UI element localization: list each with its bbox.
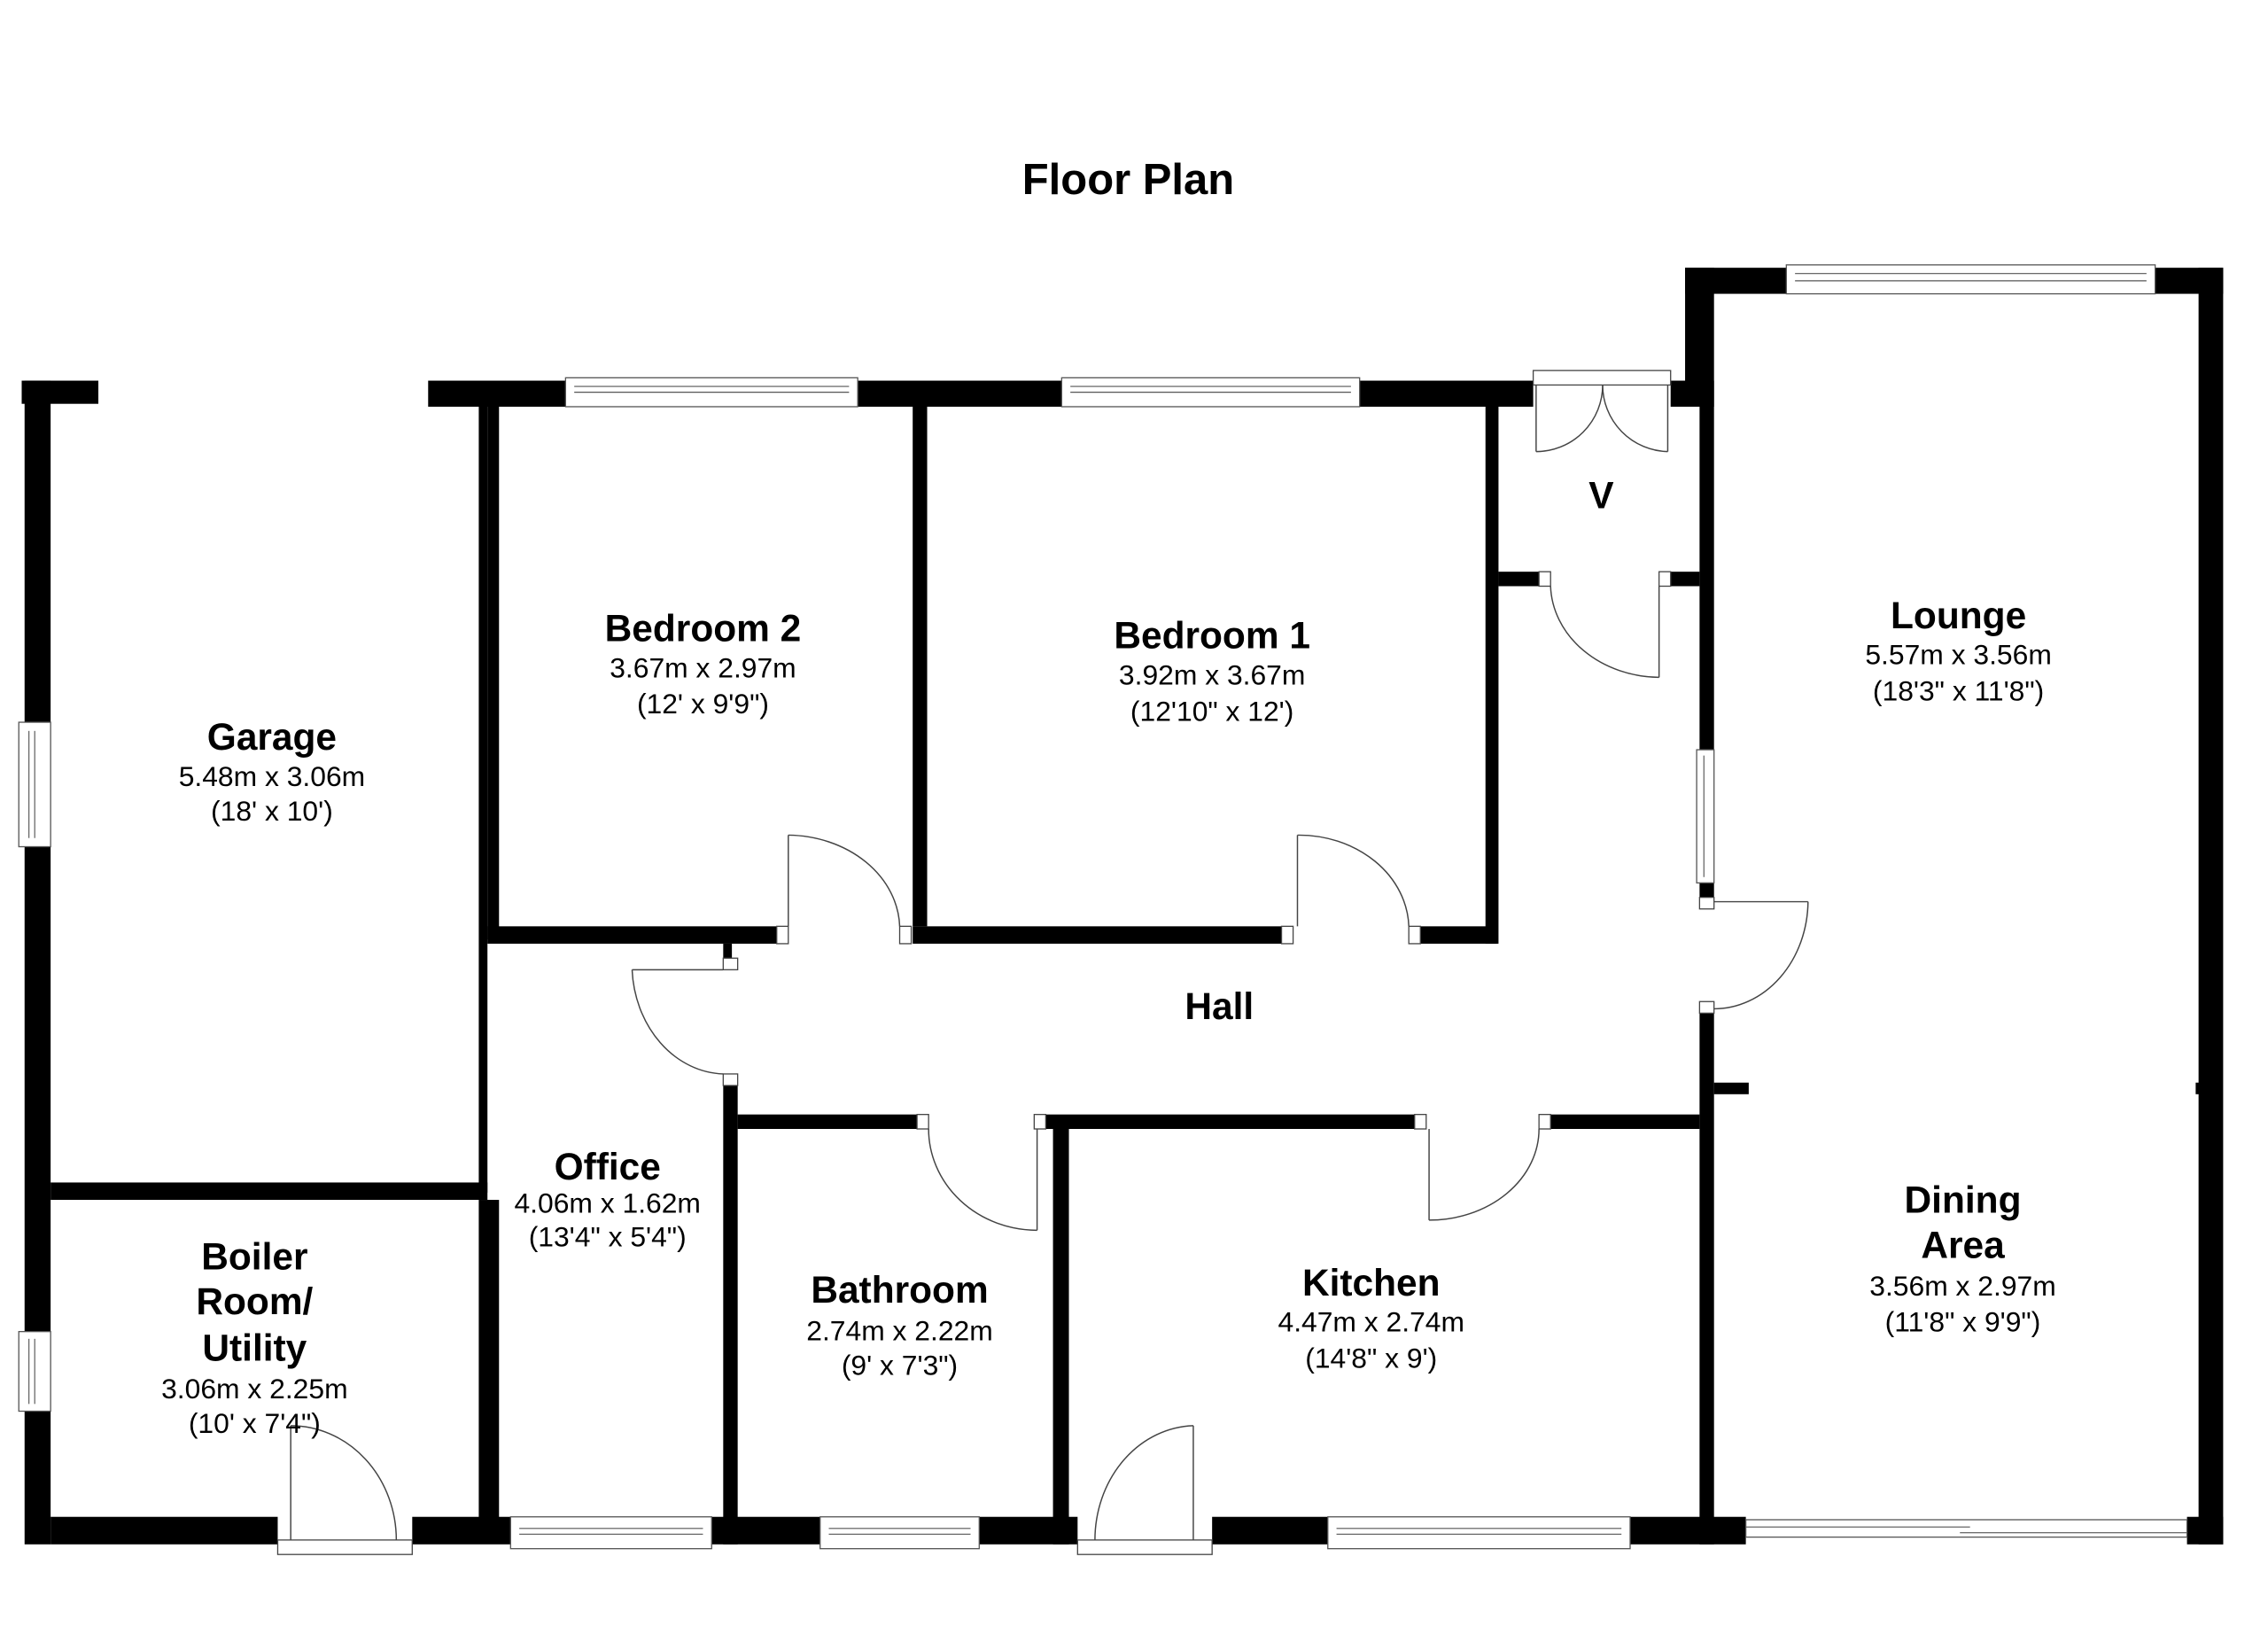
room-dimensions-imperial: (12'10" x 12') bbox=[1130, 695, 1293, 727]
room-boiler-utility: Boiler Room/ Utility 3.06m x 2.25m (10' … bbox=[161, 1235, 347, 1439]
room-name-line-1: Dining bbox=[1905, 1179, 2022, 1221]
plan-title: Floor Plan bbox=[1022, 156, 1234, 204]
room-name-line-3: Utility bbox=[202, 1327, 307, 1368]
door-front-double bbox=[1532, 370, 1672, 453]
window-bedroom-1 bbox=[1060, 377, 1361, 408]
room-name: Lounge bbox=[1891, 595, 2026, 636]
room-bathroom: Bathroom 2.74m x 2.22m (9' x 7'3") bbox=[806, 1269, 992, 1381]
room-dimensions-metric: 3.92m x 3.67m bbox=[1119, 659, 1305, 691]
room-bedroom-2: Bedroom 2 3.67m x 2.97m (12' x 9'9") bbox=[605, 608, 802, 720]
walls bbox=[21, 268, 2224, 1545]
room-dimensions-metric: 3.56m x 2.97m bbox=[1869, 1270, 2055, 1302]
sliding-doors-dining bbox=[1744, 1519, 2188, 1538]
window-garage bbox=[18, 721, 51, 848]
window-kitchen bbox=[1327, 1516, 1631, 1550]
room-dimensions-metric: 2.74m x 2.22m bbox=[806, 1314, 992, 1346]
room-name: V bbox=[1588, 474, 1614, 516]
room-dimensions-imperial: (9' x 7'3") bbox=[842, 1350, 958, 1381]
room-name: Kitchen bbox=[1302, 1262, 1441, 1304]
window-lounge bbox=[1785, 264, 2156, 295]
room-dimensions-imperial: (14'8" x 9') bbox=[1305, 1342, 1437, 1374]
window-boiler-room bbox=[18, 1331, 51, 1413]
room-name: Bedroom 1 bbox=[1114, 615, 1310, 657]
door-bedroom-1 bbox=[1280, 834, 1421, 945]
room-lounge: Lounge 5.57m x 3.56m (18'3" x 11'8") bbox=[1865, 595, 2051, 707]
window-bathroom bbox=[819, 1516, 980, 1550]
door-kitchen bbox=[1414, 1114, 1551, 1221]
room-dimensions-metric: 5.48m x 3.06m bbox=[179, 760, 365, 792]
room-name-line-2: Room/ bbox=[196, 1280, 313, 1322]
room-dimensions-metric: 4.47m x 2.74m bbox=[1278, 1306, 1464, 1338]
room-name-line-2: Area bbox=[1921, 1224, 2005, 1265]
door-kitchen-external bbox=[1076, 1425, 1213, 1555]
room-garage: Garage 5.48m x 3.06m (18' x 10') bbox=[179, 716, 365, 827]
room-office: Office 4.06m x 1.62m (13'4" x 5'4") bbox=[514, 1146, 700, 1252]
room-name-line-1: Boiler bbox=[201, 1235, 307, 1277]
room-dimensions-imperial: (18'3" x 11'8") bbox=[1873, 675, 2044, 707]
room-name: Bedroom 2 bbox=[605, 608, 802, 650]
windows bbox=[18, 264, 2188, 1550]
room-name: Bathroom bbox=[811, 1269, 988, 1311]
room-name: Office bbox=[555, 1146, 661, 1187]
room-dimensions-metric: 4.06m x 1.62m bbox=[514, 1187, 700, 1219]
door-lounge bbox=[1698, 897, 1809, 1014]
window-office bbox=[509, 1516, 712, 1550]
room-dimensions-imperial: (18' x 10') bbox=[211, 795, 333, 827]
room-dimensions-metric: 5.57m x 3.56m bbox=[1865, 639, 2051, 671]
room-dimensions-imperial: (10' x 7'4") bbox=[189, 1407, 321, 1439]
room-dimensions-metric: 3.67m x 2.97m bbox=[610, 651, 796, 683]
doors bbox=[276, 370, 1809, 1555]
door-vestibule-inner bbox=[1538, 571, 1672, 679]
door-bathroom bbox=[916, 1114, 1047, 1232]
door-bedroom-2 bbox=[776, 834, 913, 945]
room-dimensions-imperial: (12' x 9'9") bbox=[637, 688, 769, 720]
room-dimensions-imperial: (11'8" x 9'9") bbox=[1885, 1306, 2041, 1338]
window-bedroom-2 bbox=[564, 377, 858, 408]
room-hall: Hall bbox=[1184, 985, 1254, 1027]
room-vestibule: V bbox=[1588, 474, 1614, 516]
room-dimensions-imperial: (13'4" x 5'4") bbox=[529, 1220, 687, 1252]
room-bedroom-1: Bedroom 1 3.92m x 3.67m (12'10" x 12') bbox=[1114, 615, 1310, 728]
door-boiler-external bbox=[276, 1425, 413, 1555]
room-kitchen: Kitchen 4.47m x 2.74m (14'8" x 9') bbox=[1278, 1262, 1464, 1374]
room-dining-area: Dining Area 3.56m x 2.97m (11'8" x 9'9") bbox=[1869, 1179, 2055, 1338]
room-name: Hall bbox=[1184, 985, 1254, 1027]
window-hall bbox=[1696, 749, 1715, 883]
door-office bbox=[631, 957, 739, 1086]
room-name: Garage bbox=[207, 716, 337, 758]
room-dimensions-metric: 3.06m x 2.25m bbox=[161, 1373, 347, 1405]
